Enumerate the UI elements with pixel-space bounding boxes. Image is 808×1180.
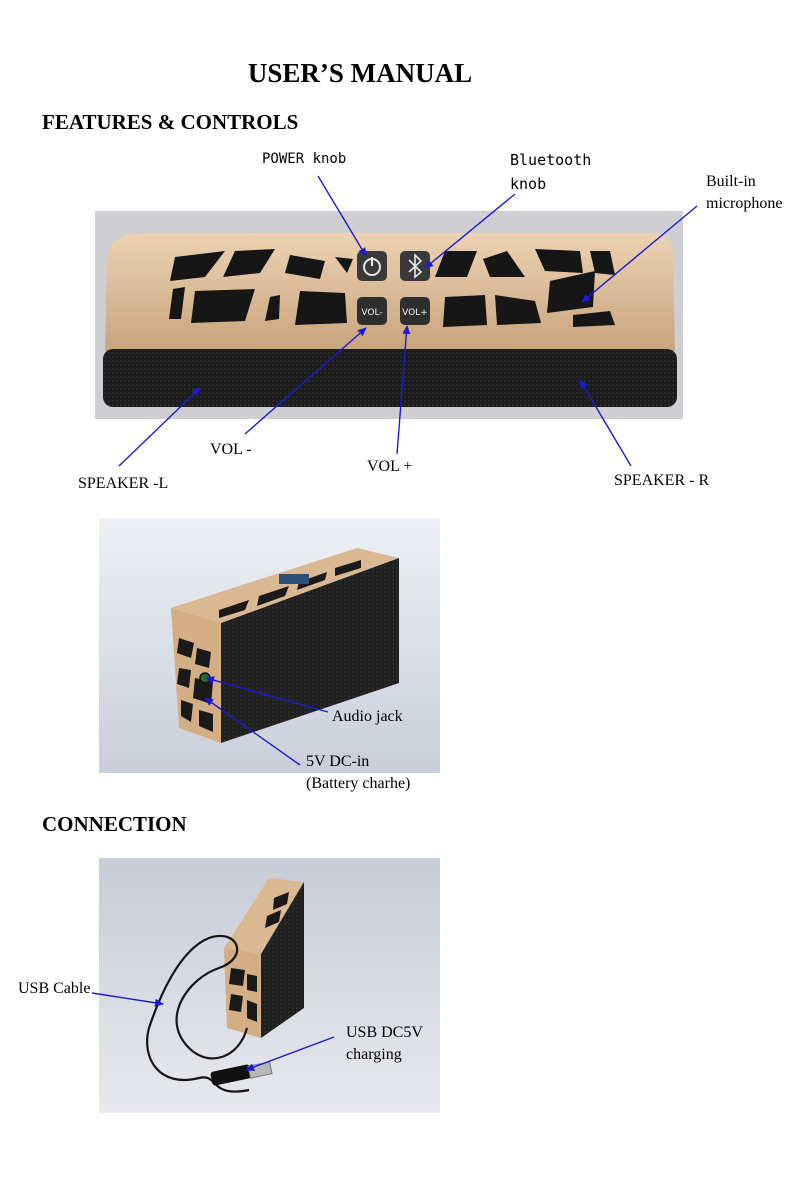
vol-plus-label: VOL + (367, 458, 413, 475)
speaker-side-illustration (99, 518, 440, 773)
dc-in-label-line1: 5V DC-in (306, 753, 370, 770)
usb-charging-label-line1: USB DC5V (346, 1024, 423, 1041)
vol-plus-button-text: VOL+ (402, 308, 428, 318)
dc-in-label: 5V DC-in (Battery charhe) (306, 751, 410, 795)
bluetooth-knob-label-line1: Bluetooth (510, 151, 592, 169)
connection-heading: CONNECTION (42, 812, 187, 836)
usb-charging-label-line2: charging (346, 1046, 402, 1063)
speaker-top-photo: VOL- VOL+ (95, 211, 683, 419)
speaker-side-photo (99, 518, 440, 773)
speaker-right-label: SPEAKER - R (614, 472, 710, 489)
audio-jack-label: Audio jack (332, 708, 403, 725)
speaker-left-label: SPEAKER -L (78, 475, 169, 492)
speaker-top-illustration: VOL- VOL+ (95, 211, 683, 419)
usb-cable-label: USB Cable (18, 980, 91, 997)
microphone-label-line1: Built-in (706, 173, 756, 190)
page-title: USER’S MANUAL (247, 58, 473, 88)
power-knob-label: POWER knob (262, 151, 347, 167)
microphone-label-line2: microphone (706, 195, 783, 212)
vol-minus-button-text: VOL- (361, 308, 382, 318)
bluetooth-knob-label-line2: knob (510, 175, 547, 193)
dc-in-label-line2: (Battery charhe) (306, 775, 411, 792)
connection-illustration (99, 858, 440, 1113)
microphone-label: Built-in microphone (706, 171, 782, 215)
features-heading: FEATURES & CONTROLS (42, 110, 299, 134)
vol-minus-label: VOL - (210, 441, 252, 458)
bluetooth-knob-label: Bluetooth knob (510, 148, 591, 196)
connection-photo (99, 858, 440, 1113)
usb-charging-label: USB DC5V charging (346, 1022, 423, 1066)
